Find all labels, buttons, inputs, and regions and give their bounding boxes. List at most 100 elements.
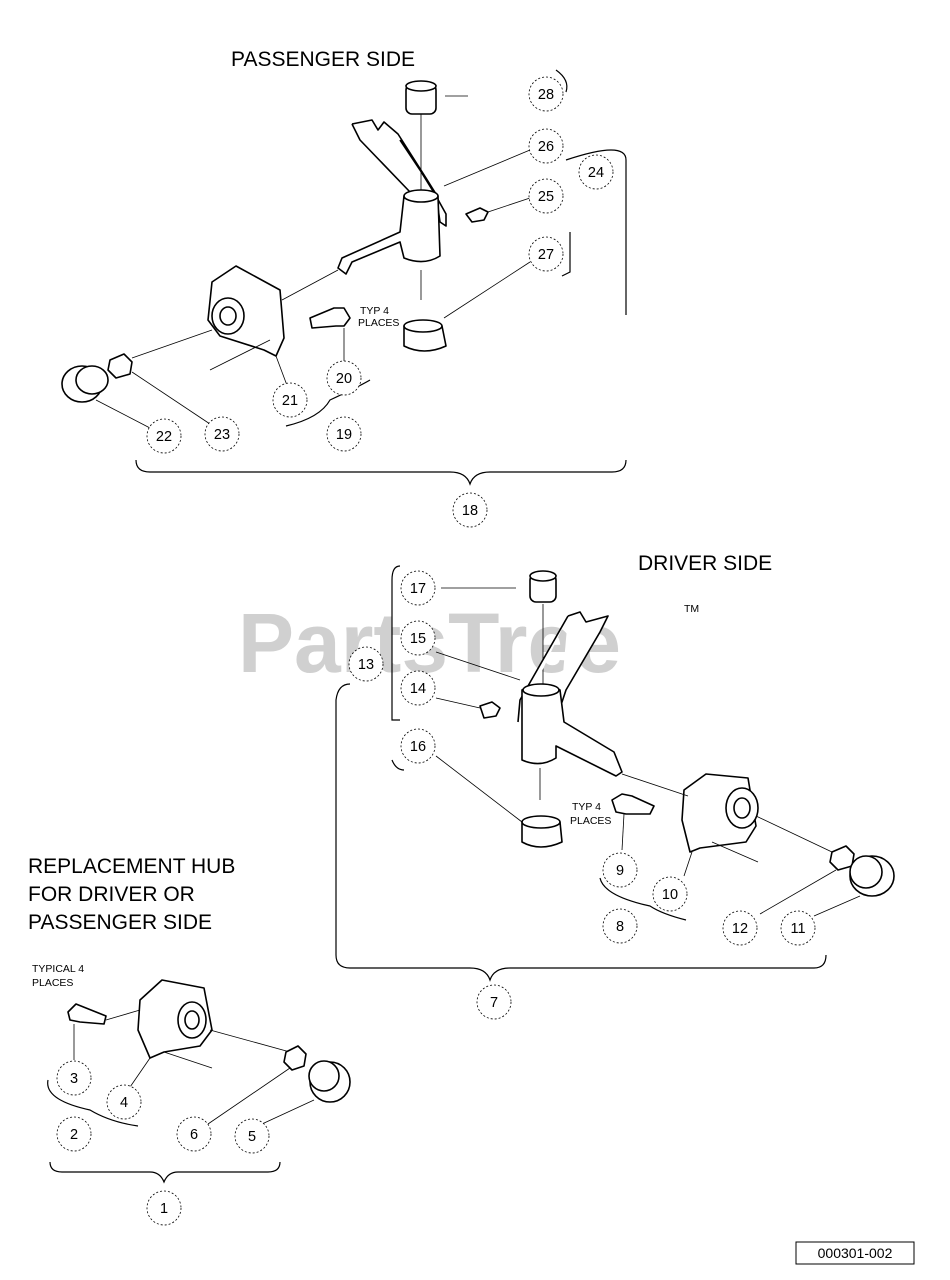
callout-11: 11	[780, 910, 816, 946]
callout-number: 22	[156, 429, 172, 445]
callout-circle	[400, 570, 436, 606]
callout-circle	[400, 670, 436, 706]
callout-circle	[722, 910, 758, 946]
callout-circle	[528, 236, 564, 272]
callout-circle	[476, 984, 512, 1020]
callout-number: 21	[282, 393, 298, 409]
callout-circle	[578, 154, 614, 190]
callout-number: 8	[616, 919, 624, 935]
callout-circle	[528, 178, 564, 214]
callout-number: 9	[616, 863, 624, 879]
callout-circle	[780, 910, 816, 946]
note-typ4-driver-l1: TYP 4	[572, 801, 601, 813]
note-typ4-passenger-l2: PLACES	[358, 317, 399, 329]
callout-9: 9	[602, 852, 638, 888]
callout-26: 26	[528, 128, 564, 164]
callout-21: 21	[272, 382, 308, 418]
callout-number: 24	[588, 165, 604, 181]
callout-15: 15	[400, 620, 436, 656]
replacement-hub-assembly	[67, 979, 351, 1103]
callout-number: 7	[490, 995, 498, 1011]
callout-circle	[56, 1116, 92, 1152]
part-dustcap-22	[61, 365, 109, 403]
callout-number: 18	[462, 503, 478, 519]
passenger-side-assembly	[61, 80, 489, 403]
callout-number: 26	[538, 139, 554, 155]
callout-number: 2	[70, 1127, 78, 1143]
callout-number: 17	[410, 581, 426, 597]
callout-circle	[602, 852, 638, 888]
callout-8: 8	[602, 908, 638, 944]
callout-2: 2	[56, 1116, 92, 1152]
callout-circle	[652, 876, 688, 912]
part-bolt-3	[67, 1003, 107, 1025]
callout-18: 18	[452, 492, 488, 528]
callout-number: 10	[662, 887, 678, 903]
callout-number: 27	[538, 247, 554, 263]
note-typical4-l2: PLACES	[32, 977, 73, 989]
callout-number: 28	[538, 87, 554, 103]
callout-circle	[176, 1116, 212, 1152]
callout-circle	[452, 492, 488, 528]
part-bolt-25	[465, 207, 489, 223]
note-typical4-l1: TYPICAL 4	[32, 963, 84, 975]
callout-19: 19	[326, 416, 362, 452]
part-bolt-9	[611, 793, 655, 815]
title-passenger-side: PASSENGER SIDE	[231, 48, 415, 71]
callout-circle	[348, 646, 384, 682]
callout-number: 16	[410, 739, 426, 755]
callout-16: 16	[400, 728, 436, 764]
callout-5: 5	[234, 1118, 270, 1154]
callout-circle	[272, 382, 308, 418]
callout-number: 5	[248, 1129, 256, 1145]
callout-28: 28	[528, 76, 564, 112]
callout-circle	[146, 418, 182, 454]
driver-side-assembly	[441, 570, 895, 897]
callout-number: 3	[70, 1071, 78, 1087]
drawing-number-box	[795, 1241, 915, 1265]
part-bushing-27	[403, 319, 447, 352]
trademark: TM	[684, 603, 699, 615]
callout-7: 7	[476, 984, 512, 1020]
callout-circle	[528, 128, 564, 164]
callout-number: 1	[160, 1201, 168, 1217]
callout-3: 3	[56, 1060, 92, 1096]
callout-number: 12	[732, 921, 748, 937]
part-nut-23	[107, 353, 133, 379]
title-replacement-line2: FOR DRIVER OR	[28, 883, 195, 906]
callout-17: 17	[400, 570, 436, 606]
callout-1: 1	[146, 1190, 182, 1226]
callout-22: 22	[146, 418, 182, 454]
title-driver-side: DRIVER SIDE	[638, 552, 772, 575]
callout-12: 12	[722, 910, 758, 946]
callout-circle	[56, 1060, 92, 1096]
callout-14: 14	[400, 670, 436, 706]
callout-4: 4	[106, 1084, 142, 1120]
callout-27: 27	[528, 236, 564, 272]
callout-circle	[326, 416, 362, 452]
callout-circle	[602, 908, 638, 944]
callout-number: 20	[336, 371, 352, 387]
callout-circle	[106, 1084, 142, 1120]
part-bolt-14	[479, 701, 501, 719]
part-nut-6	[283, 1045, 307, 1071]
callout-number: 15	[410, 631, 426, 647]
callout-number: 14	[410, 681, 426, 697]
part-bolt-20	[309, 307, 351, 329]
callout-25: 25	[528, 178, 564, 214]
drawing-number: 000301-002	[818, 1245, 893, 1261]
callout-number: 19	[336, 427, 352, 443]
callout-23: 23	[204, 416, 240, 452]
callout-circle	[146, 1190, 182, 1226]
part-hub-10	[621, 773, 759, 863]
part-spindle-driver	[517, 611, 623, 777]
part-hub-4	[105, 979, 291, 1069]
part-bushing-16	[521, 815, 563, 848]
part-cap-28	[405, 80, 437, 115]
part-dustcap-11	[849, 855, 895, 897]
part-cap-17	[529, 570, 557, 603]
callout-number: 4	[120, 1095, 128, 1111]
callout-6: 6	[176, 1116, 212, 1152]
